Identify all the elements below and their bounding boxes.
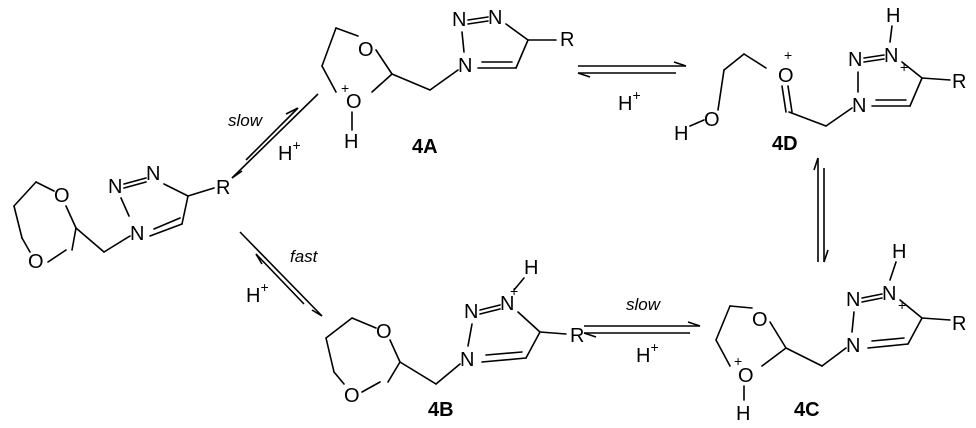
ring-oxygen-bottom: O bbox=[344, 385, 360, 407]
triazole-n1: N bbox=[846, 335, 860, 357]
triazole-n2: N bbox=[452, 9, 466, 31]
condition-proton: H+ bbox=[278, 137, 301, 165]
intermediate-4d: O H O + N N N + H R 4D bbox=[674, 5, 966, 155]
r-group: R bbox=[952, 71, 966, 93]
ring-oxygen-protonated: O bbox=[738, 365, 754, 387]
r-group: R bbox=[216, 177, 230, 199]
label-4d: 4D bbox=[772, 133, 798, 155]
triazole-n2: N bbox=[848, 49, 862, 71]
triazole-n1: N bbox=[460, 349, 474, 371]
triazole-n2: N bbox=[108, 176, 122, 198]
label-4c: 4C bbox=[794, 399, 820, 421]
equilibrium-4a-4d: H+ bbox=[577, 61, 687, 115]
condition-fast: fast bbox=[290, 247, 319, 266]
ring-oxygen-top: O bbox=[54, 185, 70, 207]
condition-slow: slow bbox=[228, 111, 264, 130]
label-4b: 4B bbox=[428, 399, 454, 421]
triazole-n3: N bbox=[884, 45, 898, 67]
condition-proton: H+ bbox=[618, 87, 641, 115]
ring-oxygen-top: O bbox=[376, 321, 392, 343]
triazole-n1: N bbox=[852, 95, 866, 117]
ring-oxygen-protonated: O bbox=[346, 91, 362, 113]
oxonium-charge: + bbox=[341, 80, 349, 96]
intermediate-4c: O O + H N N N + H R 4C bbox=[715, 241, 966, 425]
triazolium-charge: + bbox=[510, 283, 518, 299]
condition-proton: H+ bbox=[636, 339, 659, 367]
triazole-n3: N bbox=[488, 7, 502, 29]
equilibrium-sm-4a: slow H+ bbox=[228, 93, 319, 179]
triazolium-hydrogen: H bbox=[524, 257, 538, 279]
ring-oxygen-top: O bbox=[752, 309, 768, 331]
ring-oxygen-top: O bbox=[358, 39, 374, 61]
intermediate-4a: O O + H N N N R 4A bbox=[321, 7, 574, 158]
triazolium-hydrogen: H bbox=[892, 241, 906, 263]
ring-oxygen-bottom: O bbox=[28, 251, 44, 273]
triazole-n1: N bbox=[458, 55, 472, 77]
r-group: R bbox=[570, 325, 584, 347]
triazole-n2: N bbox=[464, 301, 478, 323]
triazole-n3: N bbox=[500, 293, 514, 315]
triazolium-hydrogen: H bbox=[886, 5, 900, 27]
triazolium-charge: + bbox=[898, 297, 906, 313]
equilibrium-sm-4b: fast H+ bbox=[239, 231, 323, 317]
triazole-n1: N bbox=[130, 223, 144, 245]
equilibrium-4b-4c: slow H+ bbox=[583, 295, 701, 367]
oxonium-hydrogen: H bbox=[736, 403, 750, 425]
oxonium-charge: + bbox=[734, 353, 742, 369]
oxonium-hydrogen: H bbox=[344, 131, 358, 153]
condition-proton: H+ bbox=[246, 279, 269, 307]
r-group: R bbox=[952, 313, 966, 335]
starting-material: O O N N N R bbox=[13, 163, 230, 273]
oxocarbenium-charge: + bbox=[784, 47, 792, 63]
oxocarbenium-oxygen: O bbox=[778, 65, 794, 87]
r-group: R bbox=[560, 29, 574, 51]
equilibrium-4d-4c bbox=[813, 157, 829, 263]
label-4a: 4A bbox=[412, 136, 438, 158]
triazole-n3: N bbox=[146, 163, 160, 185]
triazole-n2: N bbox=[846, 289, 860, 311]
hydroxyl-oxygen: O bbox=[704, 109, 720, 131]
triazolium-charge: + bbox=[900, 59, 908, 75]
condition-slow: slow bbox=[626, 295, 662, 314]
intermediate-4b: O O N N N + H R 4B bbox=[325, 257, 584, 421]
hydroxyl-hydrogen: H bbox=[674, 123, 688, 145]
triazole-n3: N bbox=[882, 283, 896, 305]
